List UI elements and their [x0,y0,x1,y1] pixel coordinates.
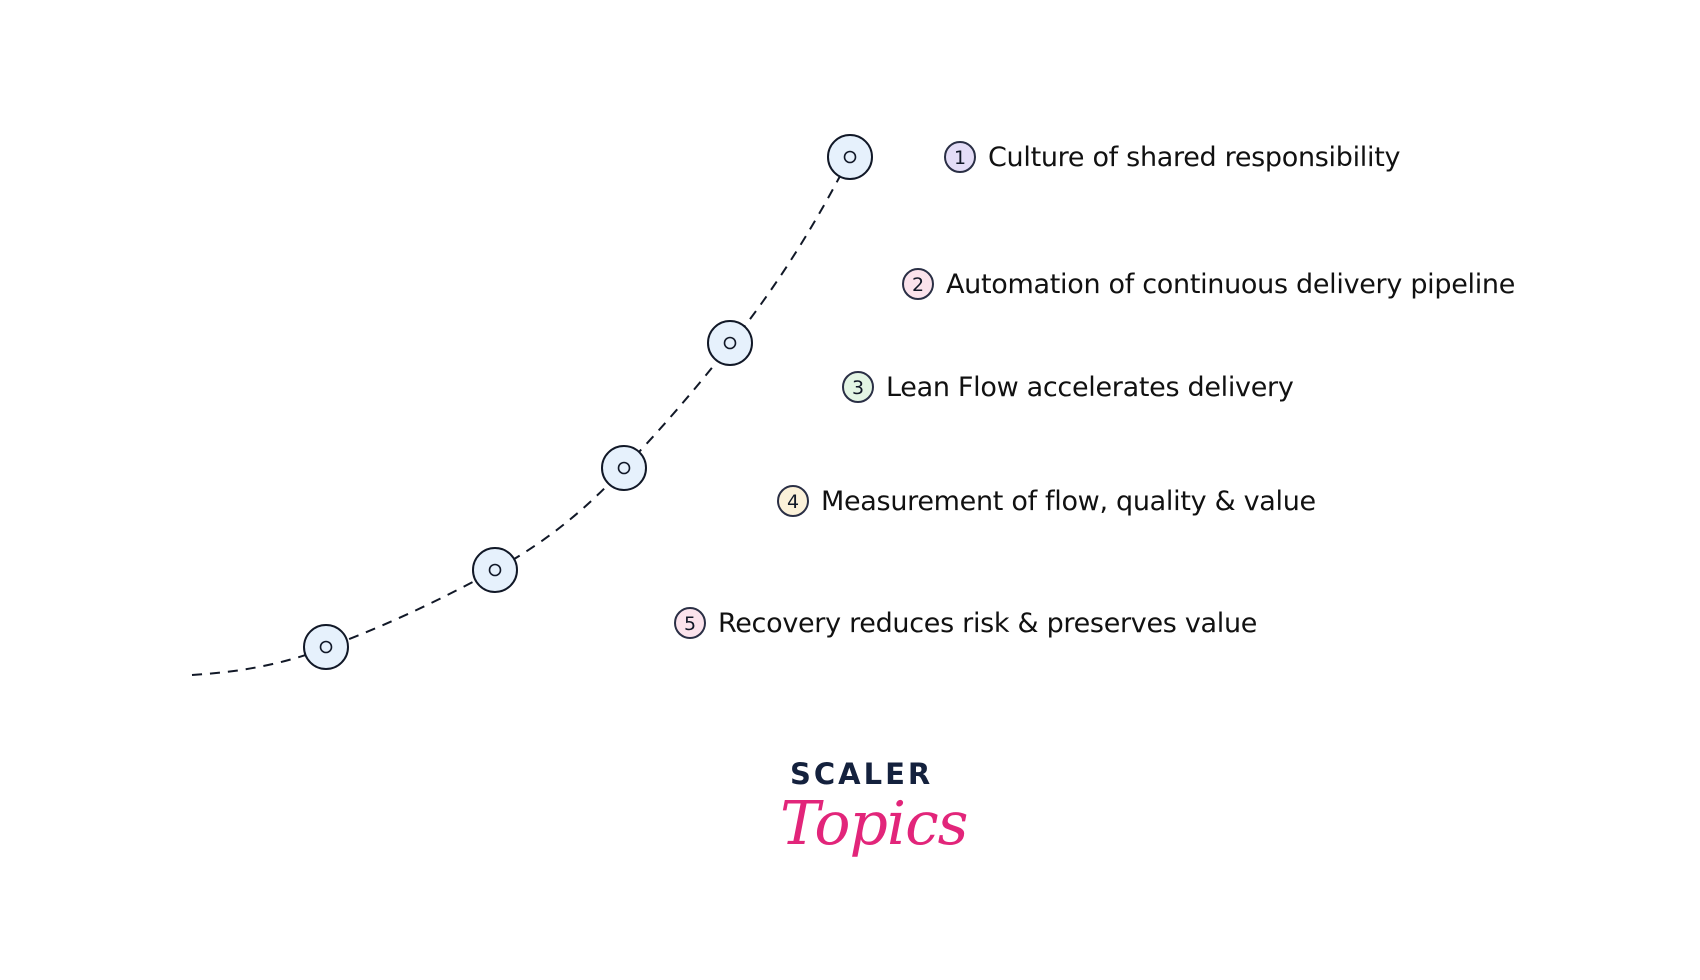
step-number-badge: 4 [777,485,809,517]
scaler-topics-logo: SCALER Topics [780,757,968,887]
logo-wordmark-script: Topics [780,789,968,859]
step-1: 1 Culture of shared responsibility [944,141,1400,173]
step-4: 4 Measurement of flow, quality & value [777,485,1316,517]
step-label: Culture of shared responsibility [988,141,1401,173]
step-label: Lean Flow accelerates delivery [886,371,1294,403]
step-3: 3 Lean Flow accelerates delivery [842,371,1294,403]
step-label: Measurement of flow, quality & value [821,485,1316,517]
path-node-5 [303,624,349,670]
path-node-1 [827,134,873,180]
step-5: 5 Recovery reduces risk & preserves valu… [674,607,1257,639]
logo-wordmark-top: SCALER [790,757,934,791]
step-number-badge: 2 [902,268,934,300]
step-number-badge: 3 [842,371,874,403]
dashed-path [191,156,851,676]
step-number-badge: 5 [674,607,706,639]
step-label: Recovery reduces risk & preserves value [718,607,1258,639]
path-node-3 [601,445,647,491]
step-2: 2 Automation of continuous delivery pipe… [902,268,1515,300]
step-label: Automation of continuous delivery pipeli… [946,268,1516,300]
path-node-2 [707,320,753,366]
step-number-badge: 1 [944,141,976,173]
path-node-4 [472,547,518,593]
